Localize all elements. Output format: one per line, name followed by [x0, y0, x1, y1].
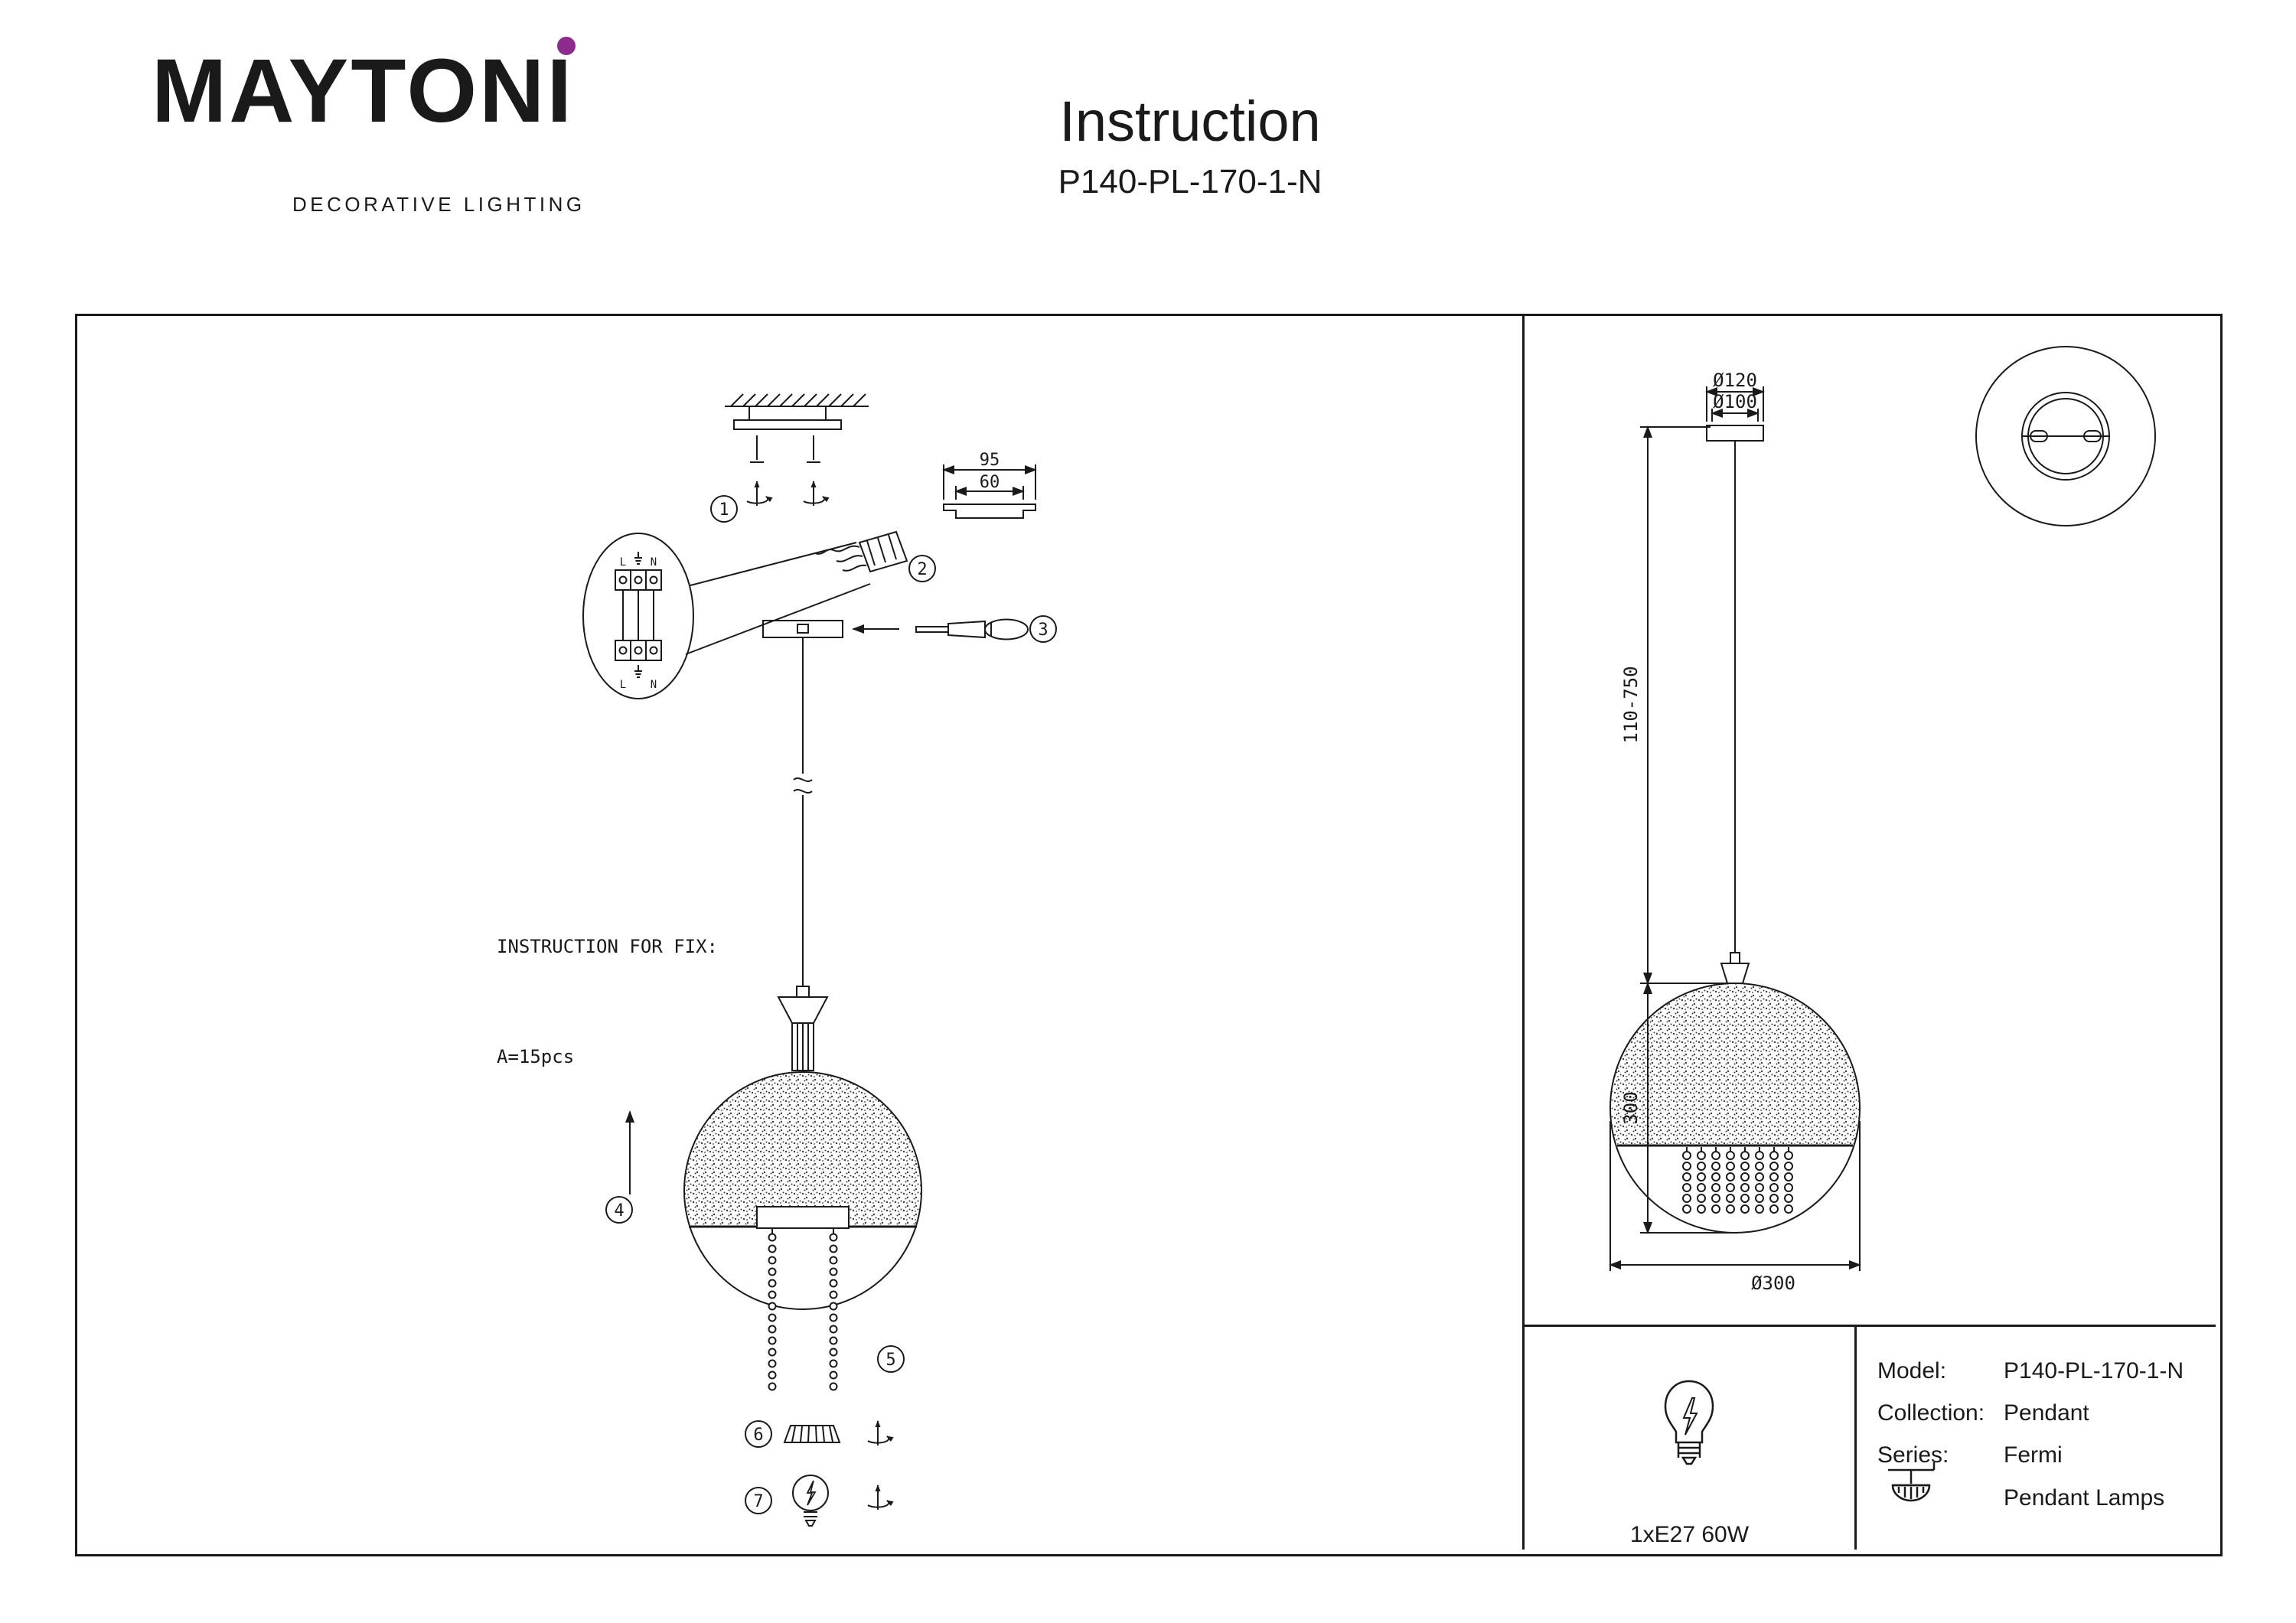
rotate-icon — [868, 1421, 889, 1445]
spec-series-type: Pendant Lamps — [2004, 1485, 2165, 1511]
canopy-top-view — [1975, 346, 2156, 526]
mounting-bracket — [733, 406, 842, 506]
step-5-number: 5 — [885, 1351, 895, 1370]
step-markers — [605, 495, 1057, 1514]
spec-series-label: Series: — [1877, 1442, 1949, 1468]
brand-tagline: DECORATIVE LIGHTING — [292, 193, 585, 216]
assembly-labels: 1 2 3 4 5 6 7 95 60 L N L N — [614, 451, 1048, 1511]
retainer-ring — [783, 1421, 889, 1445]
dimension-lines — [1609, 386, 1861, 1271]
lamp-holder — [777, 986, 829, 1071]
spec-collection-value: Pendant — [2004, 1400, 2089, 1426]
spec-model-value: P140-PL-170-1-N — [2004, 1358, 2184, 1383]
suspension-wire — [793, 637, 813, 986]
terminal-neutral-label: N — [651, 679, 657, 691]
assembly-steps-diagram: 1 2 3 4 5 6 7 95 60 L N L N — [582, 393, 1057, 1527]
dim-canopy-outer: Ø120 — [1713, 370, 1757, 391]
canopy-mounting — [762, 618, 1029, 640]
step-1-number: 1 — [719, 500, 729, 520]
dim-60-label: 60 — [980, 473, 1000, 492]
earth-icon — [634, 665, 642, 678]
panel-divider-vertical — [1522, 316, 1525, 1550]
dim-shade-diameter: Ø300 — [1751, 1273, 1795, 1294]
brand-logo: MAYTONI — [152, 37, 576, 142]
earth-icon — [634, 552, 642, 565]
spec-row-collection: Collection: Pendant — [1877, 1400, 2089, 1426]
rotate-icon — [868, 1485, 889, 1510]
bulb-install-icon — [792, 1475, 889, 1527]
spec-row-model: Model: P140-PL-170-1-N — [1877, 1358, 2183, 1384]
terminal-neutral-label: N — [651, 556, 657, 569]
spec-series-value: Fermi — [2004, 1442, 2063, 1468]
doc-model-code: P140-PL-170-1-N — [1058, 163, 1322, 200]
wiring-detail-callout — [582, 533, 871, 699]
dim-95-label: 95 — [980, 451, 1000, 470]
wire-connector — [814, 530, 908, 573]
title-block: Instruction P140-PL-170-1-N — [880, 89, 1500, 201]
dim-canopy-inner: Ø100 — [1713, 391, 1757, 412]
bulb-spec-icon — [1664, 1380, 1714, 1465]
lamp-spec-label: 1xE27 60W — [1629, 1522, 1750, 1547]
brand-name: MAYTONI — [152, 41, 575, 142]
dimensions-diagram: Ø120 Ø100 110-750 300 Ø300 — [1609, 346, 2156, 1294]
panel-divider-horizontal — [1522, 1325, 2216, 1327]
spec-model-label: Model: — [1877, 1358, 1947, 1383]
canopy-side-view — [942, 464, 1037, 519]
fix-note: INSTRUCTION FOR FIX: A=15pcs — [497, 855, 718, 1149]
doc-title: Instruction — [1059, 90, 1321, 153]
spec-row-series: Series: Fermi — [1877, 1442, 2063, 1468]
dim-suspension-height: 110-750 — [1620, 666, 1642, 743]
step-7-number: 7 — [753, 1492, 763, 1511]
fix-note-line1: INSTRUCTION FOR FIX: — [497, 936, 718, 957]
step-6-number: 6 — [753, 1426, 763, 1445]
crystal-chain — [829, 1227, 838, 1391]
step-4-number: 4 — [614, 1201, 624, 1221]
terminal-live-label: L — [620, 679, 626, 691]
rotate-screw-icon — [804, 481, 824, 506]
spec-collection-label: Collection: — [1877, 1400, 1985, 1426]
crystal-chain — [768, 1227, 777, 1391]
step-3-number: 3 — [1038, 621, 1048, 640]
drawing-frame: 1 2 3 4 5 6 7 95 60 L N L N INSTRUCTION … — [75, 314, 2223, 1556]
screwdriver-icon — [915, 618, 1029, 640]
dim-shade-height: 300 — [1620, 1091, 1642, 1124]
step-2-number: 2 — [917, 560, 927, 579]
pendant-lamps-icon — [1888, 1462, 1936, 1502]
dimension-labels: Ø120 Ø100 110-750 300 Ø300 — [1620, 370, 1795, 1294]
brand-dot-icon — [557, 37, 576, 55]
fix-note-line2: A=15pcs — [497, 1046, 575, 1067]
ceiling-hatch — [725, 393, 869, 407]
terminal-live-label: L — [620, 556, 626, 569]
spec-divider-vertical — [1854, 1325, 1857, 1550]
glass-shade — [683, 1071, 922, 1391]
rotate-screw-icon — [747, 481, 768, 506]
